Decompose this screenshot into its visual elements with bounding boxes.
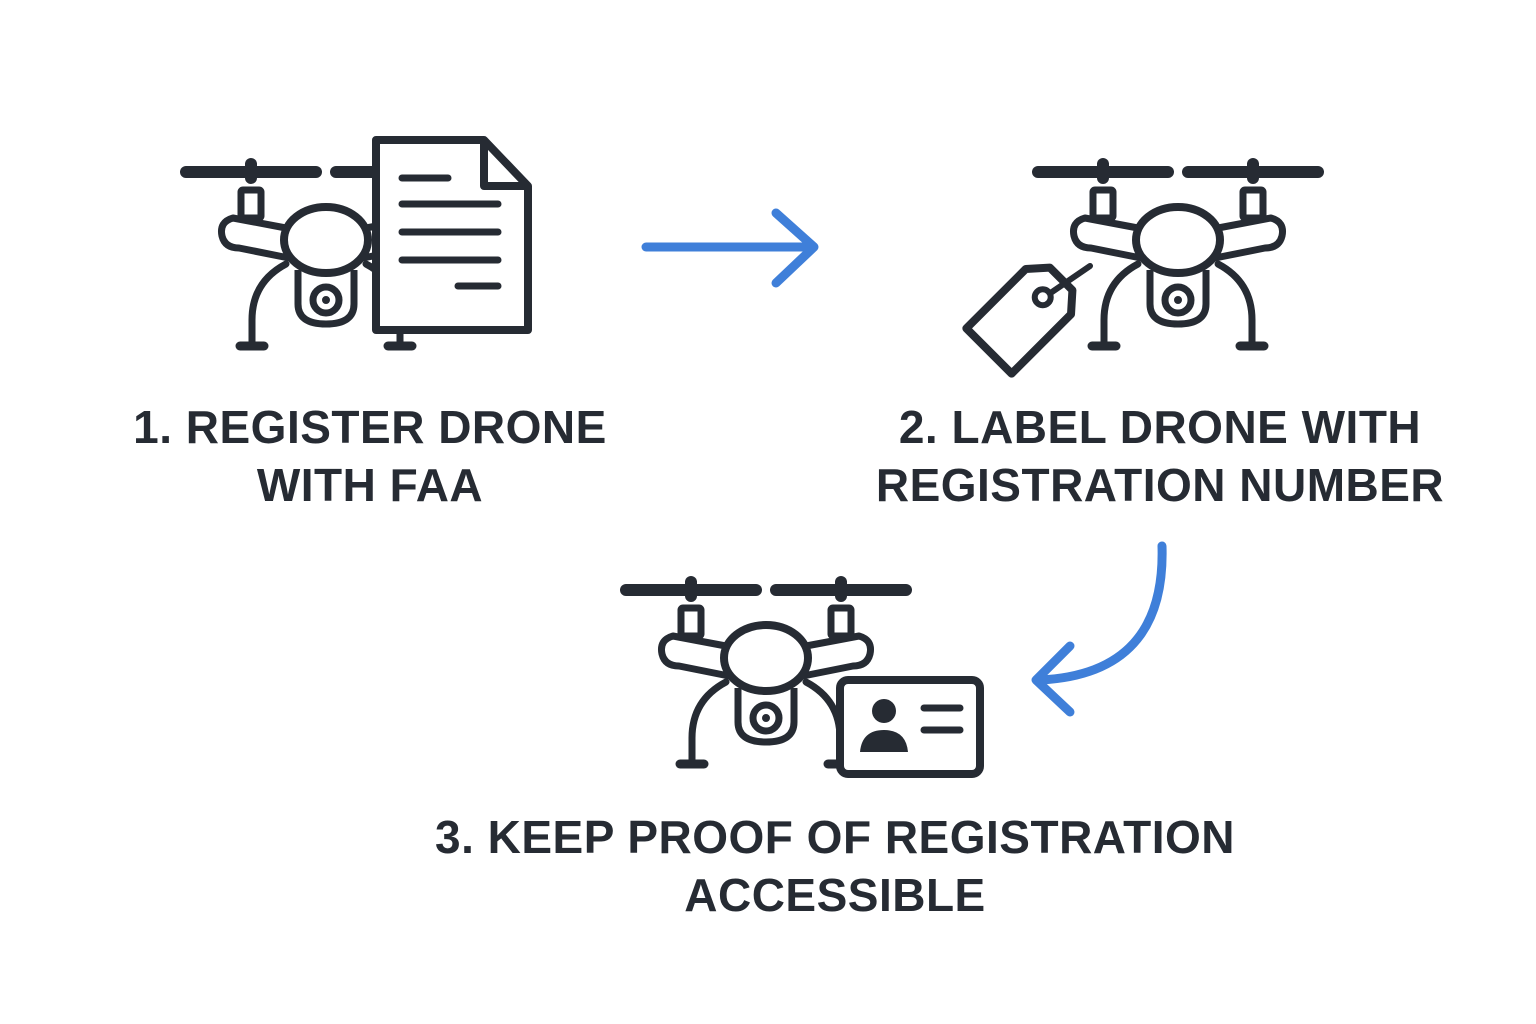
step-1-line-1: 1. REGISTER DRONE bbox=[133, 401, 607, 453]
curved-arrow-icon bbox=[1031, 541, 1167, 717]
step-2-line-2: REGISTRATION NUMBER bbox=[875, 459, 1445, 511]
step-3-caption: 3. KEEP PROOF OF REGISTRATION ACCESSIBLE bbox=[400, 808, 1270, 924]
drone-with-tag-icon bbox=[962, 164, 1318, 378]
step-1-line-2: WITH FAA bbox=[256, 459, 484, 511]
step-3-line-2: ACCESSIBLE bbox=[684, 869, 986, 921]
step-3-line-1: 3. KEEP PROOF OF REGISTRATION bbox=[434, 811, 1235, 863]
drone-with-document-icon bbox=[186, 136, 532, 346]
step-2-line-1: 2. LABEL DRONE WITH bbox=[898, 401, 1422, 453]
tag-icon bbox=[962, 263, 1077, 378]
step-2-caption: 2. LABEL DRONE WITH REGISTRATION NUMBER bbox=[855, 398, 1465, 514]
id-card-icon bbox=[836, 676, 984, 778]
step-1-caption: 1. REGISTER DRONE WITH FAA bbox=[120, 398, 620, 514]
arrow-right-icon bbox=[641, 208, 819, 288]
drone-with-id-card-icon bbox=[626, 582, 984, 778]
